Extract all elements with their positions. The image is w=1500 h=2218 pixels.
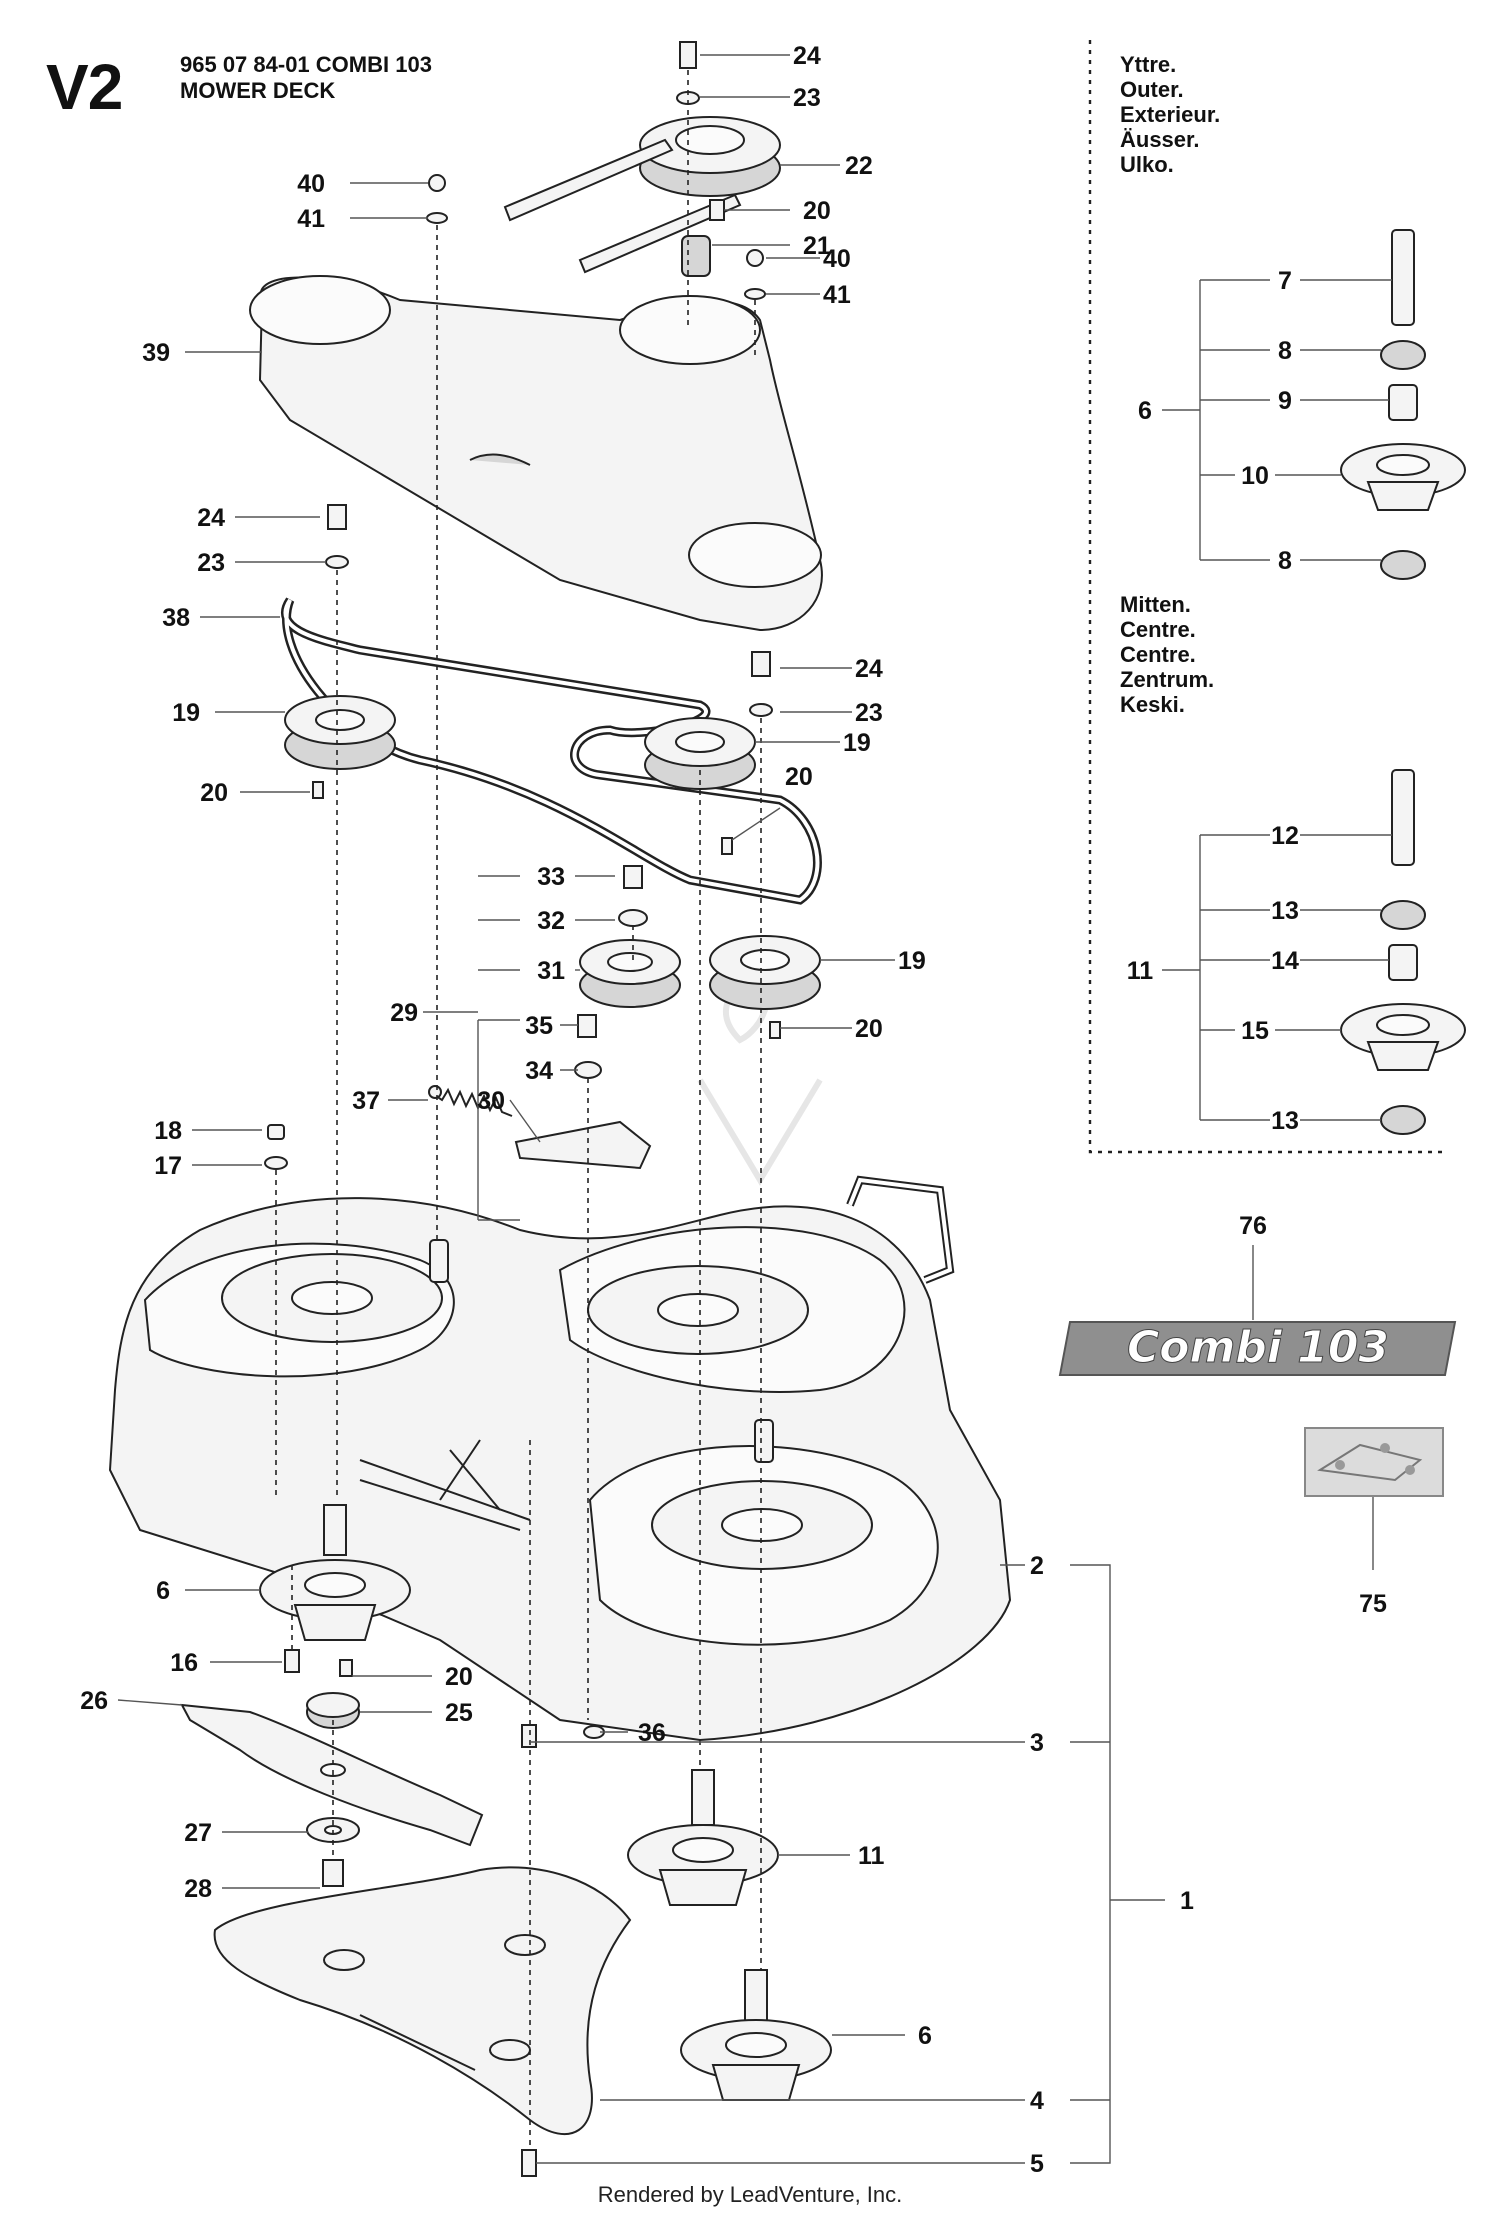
callout-17: 17	[154, 1152, 182, 1180]
callout-28: 28	[184, 1875, 212, 1903]
callout-7: 7	[1278, 267, 1292, 295]
callout-41: 41	[823, 281, 851, 309]
decal-76: Combi 103	[1058, 1321, 1457, 1376]
outer-spindle-kit-6	[1340, 229, 1466, 580]
callout-6: 6	[1138, 397, 1152, 425]
callout-20: 20	[855, 1015, 883, 1043]
decal-text: Combi 103	[1127, 1322, 1389, 1373]
center-label-4: Keski.	[1120, 692, 1185, 717]
callout-18: 18	[154, 1117, 182, 1145]
center-label-2: Centre.	[1120, 642, 1196, 667]
callout-19: 19	[898, 947, 926, 975]
callout-38: 38	[162, 604, 190, 632]
nut-18-washer-17	[264, 1124, 288, 1170]
callout-23: 23	[793, 84, 821, 112]
callout-12: 12	[1271, 822, 1299, 850]
callout-numbers: 24 23 22 20 21 40 41 40 41 39 24 23 38 2…	[80, 42, 1387, 2178]
callout-2: 2	[1030, 1552, 1044, 1580]
callout-27: 27	[184, 1819, 212, 1847]
center-label-3: Zentrum.	[1120, 667, 1214, 692]
callout-23: 23	[197, 549, 225, 577]
part-reference: 965 07 84-01 COMBI 103	[180, 52, 432, 77]
callout-34: 34	[525, 1057, 553, 1085]
footer-credit: Rendered by LeadVenture, Inc.	[597, 2182, 903, 2207]
mower-deck-2	[108, 1175, 1012, 1742]
assembly-centerlines	[275, 70, 762, 2150]
spindle-assembly-6-right	[680, 1969, 832, 2101]
pulley-19-left	[284, 504, 396, 799]
callout-24: 24	[793, 42, 821, 70]
pulley-19-right-upper	[644, 651, 773, 855]
callout-15: 15	[1241, 1017, 1269, 1045]
callout-11: 11	[858, 1842, 885, 1870]
callout-21: 21	[803, 232, 831, 260]
callout-33: 33	[537, 863, 565, 891]
callout-30: 30	[477, 1087, 505, 1115]
outer-label-1: Outer.	[1120, 77, 1184, 102]
callout-24: 24	[197, 504, 225, 532]
tensioner-assembly-29	[428, 865, 681, 1170]
pulley-19-right-lower	[709, 935, 821, 1039]
callout-24: 24	[855, 655, 883, 683]
center-kit-labels: Mitten. Centre. Centre. Zentrum. Keski.	[1120, 592, 1214, 717]
leader-lines	[117, 54, 1392, 2164]
callout-23: 23	[855, 699, 883, 727]
callout-1: 1	[1180, 1887, 1194, 1915]
center-label-1: Centre.	[1120, 617, 1196, 642]
callout-75: 75	[1359, 1590, 1387, 1618]
belt-routing-label-75	[1304, 1427, 1444, 1497]
callout-35: 35	[525, 1012, 553, 1040]
callout-29: 29	[390, 999, 418, 1027]
callout-20: 20	[785, 763, 813, 791]
callout-22: 22	[845, 152, 873, 180]
callout-19: 19	[843, 729, 871, 757]
section-code: V2	[46, 51, 123, 123]
callout-26: 26	[80, 1687, 108, 1715]
callout-41: 41	[297, 205, 325, 233]
callout-11: 11	[1127, 957, 1154, 985]
callout-13: 13	[1271, 897, 1299, 925]
spindle-assembly-11	[583, 1725, 779, 1906]
callout-8: 8	[1278, 337, 1292, 365]
outer-label-0: Yttre.	[1120, 52, 1176, 77]
callout-6: 6	[918, 2022, 932, 2050]
idler-pulley-22	[426, 41, 781, 300]
callout-39: 39	[142, 339, 170, 367]
callout-36: 36	[638, 1719, 666, 1747]
callout-10: 10	[1241, 462, 1269, 490]
callout-40: 40	[823, 245, 851, 273]
callout-9: 9	[1278, 387, 1292, 415]
callout-13: 13	[1271, 1107, 1299, 1135]
callout-31: 31	[537, 957, 565, 985]
callout-20: 20	[445, 1663, 473, 1691]
diagram-title: MOWER DECK	[180, 78, 336, 103]
callout-6: 6	[156, 1577, 170, 1605]
callout-8: 8	[1278, 547, 1292, 575]
callout-14: 14	[1271, 947, 1299, 975]
callout-20: 20	[200, 779, 228, 807]
callout-3: 3	[1030, 1729, 1044, 1757]
spindle-assembly-6-left	[259, 1504, 411, 1673]
callout-4: 4	[1030, 2087, 1044, 2115]
callout-76: 76	[1239, 1212, 1267, 1240]
callout-37: 37	[352, 1087, 380, 1115]
center-spindle-kit-11	[1340, 769, 1466, 1135]
outer-label-2: Exterieur.	[1120, 102, 1220, 127]
callout-32: 32	[537, 907, 565, 935]
spindle-kit-box	[1088, 40, 1445, 1154]
callout-40: 40	[297, 170, 325, 198]
center-label-0: Mitten.	[1120, 592, 1191, 617]
outer-label-4: Ulko.	[1120, 152, 1174, 177]
callout-5: 5	[1030, 2150, 1044, 2178]
blade-26	[180, 1659, 484, 1887]
callout-16: 16	[170, 1649, 198, 1677]
callout-20: 20	[803, 197, 831, 225]
callout-19: 19	[172, 699, 200, 727]
callout-25: 25	[445, 1699, 473, 1727]
belt-cover-39	[249, 275, 823, 632]
outer-kit-labels: Yttre. Outer. Exterieur. Äusser. Ulko.	[1120, 52, 1220, 177]
outer-label-3: Äusser.	[1120, 127, 1200, 152]
